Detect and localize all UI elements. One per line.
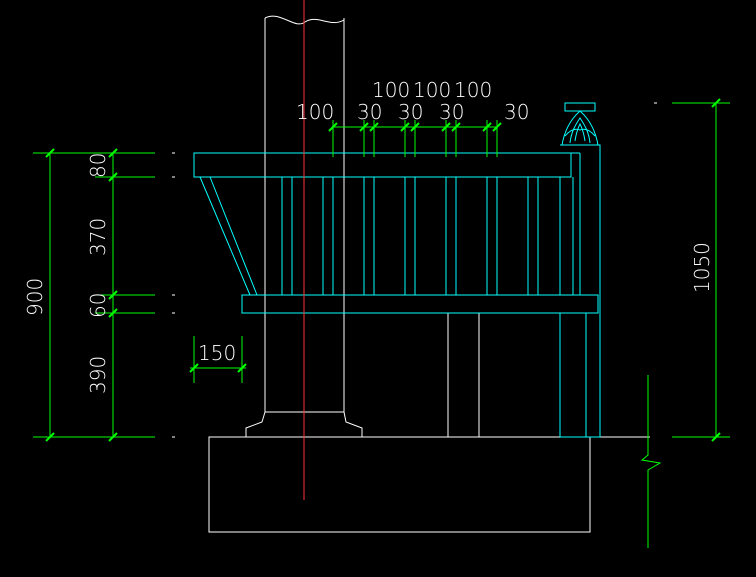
dim-top-1: 100: [296, 100, 334, 124]
bottom-rail: [241, 294, 599, 314]
column-base: [245, 411, 363, 438]
reference-ticks: [172, 102, 657, 438]
brace-inner: [209, 176, 258, 296]
dim-top-2: 30: [357, 100, 382, 124]
dim-left-60: 60: [86, 293, 110, 318]
handrail: [193, 152, 572, 178]
dim-left-total: 900: [23, 278, 47, 316]
dim-right-height: 1050: [690, 242, 714, 293]
dim-upper-2: 100: [413, 78, 451, 102]
break-line: [640, 375, 662, 548]
dim-upper-1: 100: [372, 78, 410, 102]
dim-upper-3: 100: [454, 78, 492, 102]
foundation-block: [208, 436, 591, 533]
dim-top-5: 30: [504, 100, 529, 124]
foundation: [208, 436, 650, 533]
lotus-finial-icon: [561, 102, 599, 146]
railing: [193, 102, 601, 438]
dim-left-80: 80: [86, 153, 110, 178]
dim-top-4: 30: [439, 100, 464, 124]
dim-left-390: 390: [86, 356, 110, 394]
dimension-lines: [33, 98, 730, 548]
brace-outer: [199, 176, 251, 296]
column: [245, 15, 480, 438]
dim-offset: 150: [198, 341, 236, 365]
post-lower: [447, 312, 480, 438]
balusters: [281, 177, 561, 295]
column-break-line: [264, 15, 345, 25]
dim-left-370: 370: [86, 218, 110, 256]
dim-top-3: 30: [398, 100, 423, 124]
